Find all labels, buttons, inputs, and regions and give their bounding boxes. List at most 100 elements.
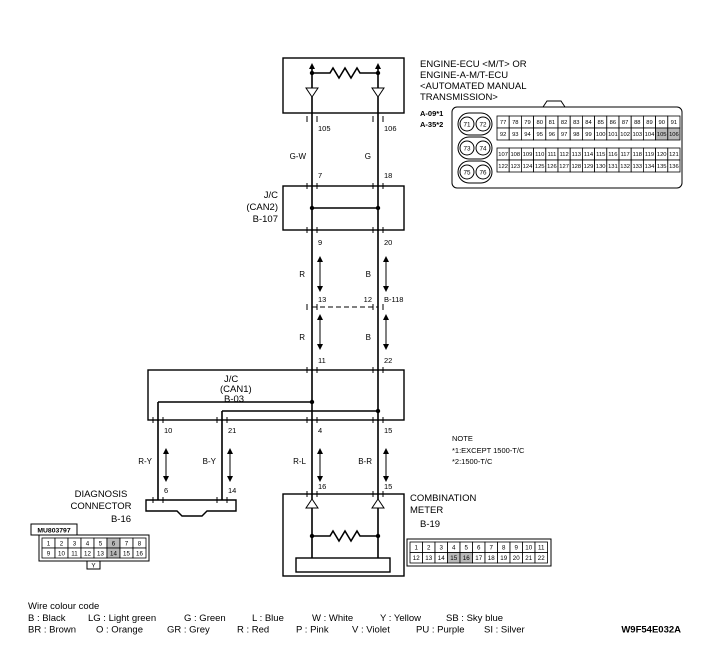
connector-cell-label: 118 (633, 152, 642, 158)
wire-label-r: R (299, 333, 305, 342)
ecu-title-line: TRANSMISSION> (420, 92, 498, 103)
connector-cell-label: 106 (669, 132, 679, 138)
connector-cell-label: 85 (597, 120, 603, 126)
connector-cell-label: 110 (535, 152, 544, 158)
terminal-ticks (152, 116, 384, 503)
pin-20: 20 (384, 238, 392, 247)
ecu-terminating-resistor (312, 66, 378, 80)
pin-labels: 105 106 7 18 9 20 13 12 B-118 11 22 10 2… (164, 124, 403, 495)
round-terminal (459, 140, 475, 156)
junction-dot (375, 205, 381, 211)
pin-16: 16 (318, 482, 326, 491)
connector-cell-label: 2 (60, 540, 64, 547)
connector-cell-label: 128 (571, 164, 581, 170)
connector-cell-label: 4 (86, 540, 90, 547)
connector-cell-label: 102 (620, 132, 630, 138)
jc-can1-line: J/C (224, 374, 238, 385)
connector-cell-label: 131 (608, 164, 618, 170)
legend-item: L : Blue (252, 613, 284, 624)
connector-cell-label: 129 (584, 164, 594, 170)
connector-cell (132, 547, 147, 559)
jc-can2-box (282, 185, 405, 231)
diagram-code: W9F54E032A (621, 625, 681, 636)
connector-cell-label: 109 (523, 152, 533, 158)
meter-internal-wires (311, 494, 379, 558)
connector-cell-label: 87 (622, 120, 628, 126)
connector-cell-label: 7 (490, 545, 494, 552)
ecu-title-line: ENGINE-ECU <M/T> OR (420, 59, 527, 70)
wire-label-gw: G-W (290, 152, 307, 161)
connector-cell-label: 8 (138, 540, 142, 547)
connector-cell-label: 124 (523, 164, 533, 170)
connector-cell-label: 121 (669, 152, 679, 158)
legend-item: B : Black (28, 613, 66, 624)
legend-item: R : Red (237, 625, 269, 636)
wire-label-r: R (299, 270, 305, 279)
connector-cell-label: 134 (645, 164, 655, 170)
connector-cell-label: 20 (513, 555, 520, 562)
connector-cell (667, 159, 681, 173)
legend-item: P : Pink (296, 625, 329, 636)
pin-21: 21 (228, 426, 236, 435)
junction-dot (309, 70, 315, 76)
pin-11: 11 (318, 356, 326, 365)
connector-cell-label: 9 (47, 550, 51, 557)
can1-bus-lines (157, 401, 378, 500)
pin-15: 15 (384, 426, 392, 435)
connector-cell-label: 14 (110, 550, 117, 557)
connector-cell-label: 1 (47, 540, 51, 547)
connector-cell-label: 132 (620, 164, 630, 170)
connector-cell-label: 104 (645, 132, 655, 138)
connector-cell-label: 3 (440, 545, 444, 552)
connector-cell-label: 122 (498, 164, 508, 170)
connector-cell-label: 117 (620, 152, 629, 158)
pin-106: 106 (384, 124, 397, 133)
wire-direction-arrows (165, 260, 387, 478)
round-terminal-group (457, 160, 493, 184)
meter-title-line: COMBINATION (410, 493, 476, 504)
connector-cell-label: 116 (608, 152, 617, 158)
pin-7: 7 (318, 171, 322, 180)
connector-cell-label: 79 (524, 120, 530, 126)
connector-cell-label: 91 (671, 120, 677, 126)
diagnosis-ref: B-16 (111, 514, 131, 525)
connector-cell-label: 99 (585, 132, 591, 138)
connector-cell-label: 101 (608, 132, 618, 138)
round-terminal (459, 164, 475, 180)
legend-item: LG : Light green (88, 613, 156, 624)
connector-cell-label: 6 (477, 545, 481, 552)
connector-cell-label: 8 (502, 545, 506, 552)
connector-ref-b118: B-118 (384, 295, 403, 304)
round-terminal-label: 72 (479, 122, 487, 129)
arrow-heads (163, 63, 389, 482)
connector-cell-label: 18 (488, 555, 495, 562)
junction-dot (309, 399, 315, 405)
connector-cell-label: 4 (452, 545, 456, 552)
pin-18: 18 (384, 171, 392, 180)
round-terminal (475, 116, 491, 132)
legend-item: SB : Sky blue (446, 613, 503, 624)
connector-cell-label: 78 (512, 120, 518, 126)
diagnosis-title-line: DIAGNOSIS (75, 489, 128, 500)
connector-cell-label: 3 (73, 540, 77, 547)
connector-cell-label: 136 (669, 164, 679, 170)
connector-cell-label: 97 (561, 132, 567, 138)
connector-lock-tab (542, 100, 566, 108)
connector-cell-label: 115 (596, 152, 605, 158)
wire-label-g: G (365, 152, 371, 161)
connector-cell (534, 552, 548, 564)
junction-dot (375, 408, 381, 414)
junction-dot (375, 533, 381, 539)
note-title: NOTE (452, 434, 473, 443)
wire-label-by: B-Y (203, 457, 217, 466)
connector-cell-label: 15 (450, 555, 457, 562)
ecu-title-line: ENGINE-A-M/T-ECU (420, 70, 508, 81)
connector-cell-label: 120 (657, 152, 667, 158)
note-line: *1:EXCEPT 1500-T/C (452, 446, 525, 455)
connector-cell-label: 16 (463, 555, 470, 562)
legend-item: V : Violet (352, 625, 390, 636)
